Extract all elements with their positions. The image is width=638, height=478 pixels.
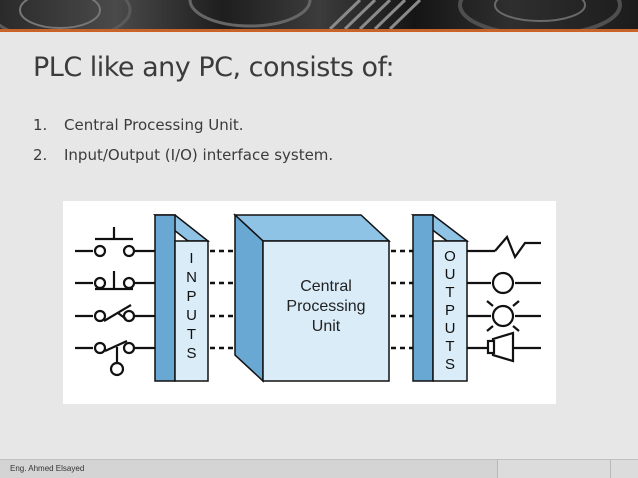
- input-switches: [75, 227, 155, 377]
- outputs-letter: S: [445, 356, 455, 373]
- list-item: 2. Input/Output (I/O) interface system.: [33, 146, 333, 164]
- inputs-letter: I: [189, 250, 193, 267]
- header-banner-image: [0, 0, 638, 29]
- cpu-output-connectors: [391, 249, 415, 350]
- footer-author: Eng. Ahmed Elsayed: [10, 464, 85, 473]
- outputs-letter: T: [445, 338, 454, 355]
- inputs-letter: N: [186, 269, 197, 286]
- inputs-letter: P: [186, 288, 196, 305]
- list-item: 1. Central Processing Unit.: [33, 116, 333, 134]
- slide-footer: Eng. Ahmed Elsayed: [0, 459, 638, 478]
- outputs-letter: U: [445, 320, 456, 337]
- list-item-number: 2.: [33, 146, 48, 164]
- inputs-letter: S: [186, 345, 196, 362]
- inputs-letter: T: [187, 326, 196, 343]
- slide-title: PLC like any PC, consists of:: [33, 52, 395, 83]
- outputs-letter: T: [445, 284, 454, 301]
- accent-line: [0, 29, 638, 32]
- cpu-label-line: Processing: [286, 298, 365, 315]
- outputs-letter: U: [445, 266, 456, 283]
- inputs-module: I N P U T S: [152, 214, 211, 382]
- outputs-letter: O: [444, 248, 456, 265]
- list-item-text: Input/Output (I/O) interface system.: [64, 146, 334, 164]
- plc-block-diagram: I N P U T S Central Processing Unit: [63, 201, 556, 404]
- cpu-label-line: Unit: [312, 318, 341, 335]
- outputs-letter: P: [445, 302, 455, 319]
- footer-decor-tab: [610, 460, 638, 478]
- inputs-letter: U: [186, 307, 197, 324]
- cpu-module: Central Processing Unit: [233, 213, 391, 383]
- outputs-module: O U T P U T S: [410, 214, 470, 382]
- list-item-number: 1.: [33, 116, 48, 134]
- output-devices: [467, 234, 541, 363]
- list-item-text: Central Processing Unit.: [64, 116, 244, 134]
- footer-decor-tab: [497, 460, 610, 478]
- component-list: 1. Central Processing Unit. 2. Input/Out…: [33, 116, 333, 176]
- cpu-label-line: Central: [300, 278, 352, 295]
